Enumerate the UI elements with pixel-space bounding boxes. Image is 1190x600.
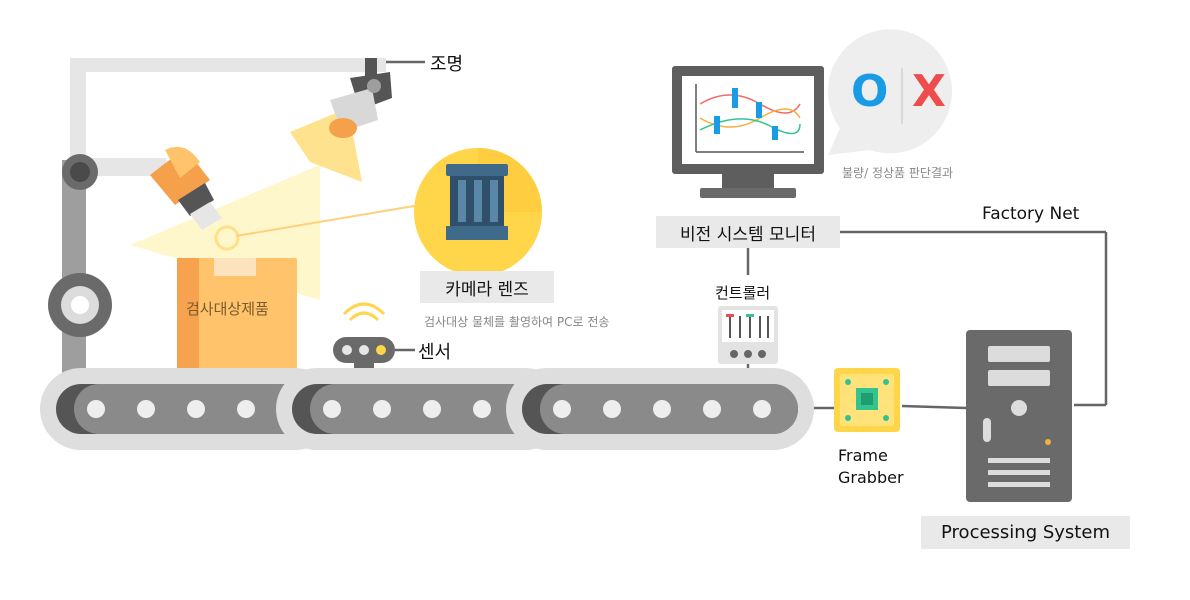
- belt-3-roller-1: [553, 400, 571, 418]
- lens-stripe-3: [490, 180, 498, 222]
- belt-3-roller-2: [603, 400, 621, 418]
- belt-1-roller-3: [187, 400, 205, 418]
- controller-label: 컨트롤러: [715, 284, 771, 302]
- frame-grabber-label-line2: Grabber: [838, 468, 904, 487]
- pc-drive-1: [988, 346, 1050, 362]
- belt-1-roller-1: [87, 400, 105, 418]
- grabber-pin-3: [845, 415, 851, 421]
- pc-vent-2: [988, 470, 1050, 475]
- lens-top-cap: [446, 164, 508, 176]
- monitor-candle-2: [732, 88, 738, 108]
- controller-led-2: [746, 314, 754, 317]
- belt-3-roller-3: [653, 400, 671, 418]
- monitor-base: [700, 188, 796, 198]
- monitor: [672, 66, 824, 198]
- result-description: 불량/ 정상품 판단결과: [842, 166, 954, 180]
- grabber-pin-2: [883, 379, 889, 385]
- monitor-screen: [682, 76, 814, 164]
- light-knob: [367, 79, 381, 93]
- pc-vent-3: [988, 482, 1050, 487]
- cables: [380, 60, 1108, 410]
- controller: [718, 306, 778, 364]
- sensor-light-2: [359, 345, 369, 355]
- monitor-neck: [722, 174, 774, 188]
- lighting-fixture: [329, 58, 392, 138]
- sensor-light-1: [342, 345, 352, 355]
- gantry-left-post: [62, 160, 86, 380]
- belt-3-roller-4: [703, 400, 721, 418]
- camera: [150, 146, 421, 251]
- monitor-candle-4: [772, 126, 778, 140]
- product-box-side: [177, 258, 199, 373]
- camera-focus-ring: [214, 225, 240, 251]
- pc-led: [1045, 439, 1051, 445]
- sensor-wave-1: [348, 311, 380, 322]
- monitor-label: 비전 시스템 모니터: [656, 216, 840, 248]
- pc-vent-1: [988, 458, 1050, 463]
- belt-1-roller-4: [237, 400, 255, 418]
- processing-system-label: Processing System: [921, 516, 1130, 549]
- camera-lens-label: 카메라 렌즈: [420, 271, 554, 303]
- monitor-line-green: [699, 118, 801, 135]
- gantry-joint-inner: [70, 162, 90, 182]
- product-box-front: [177, 258, 297, 373]
- monitor-candle-3: [756, 102, 762, 118]
- pc-tower: [966, 330, 1072, 502]
- controller-knob-3: [758, 350, 766, 358]
- controller-knob-1: [730, 350, 738, 358]
- controller-led-1: [726, 314, 734, 317]
- grabber-pin-4: [883, 415, 889, 421]
- lighting-label: 조명: [430, 54, 464, 75]
- lens-stripe-1: [458, 180, 466, 222]
- factory-net-label: Factory Net: [982, 204, 1080, 224]
- grabber-pin-1: [845, 379, 851, 385]
- belt-2-roller-2: [373, 400, 391, 418]
- camera-lens-mount: [190, 202, 222, 230]
- grabber-chip-core: [861, 393, 873, 405]
- sensor: [333, 302, 395, 373]
- gantry-arm: [86, 158, 166, 176]
- gantry-top-beam: [70, 58, 386, 72]
- gantry-wheel-hub: [71, 296, 89, 314]
- belt-2-roller-3: [423, 400, 441, 418]
- belt-1-roller-2: [137, 400, 155, 418]
- result-bubble: [827, 29, 952, 156]
- sensor-light-3: [376, 345, 386, 355]
- pc-power-button: [1011, 400, 1027, 416]
- pc-side-slot: [983, 418, 991, 442]
- sensor-label: 센서: [418, 342, 452, 363]
- bubble-shape: [827, 29, 952, 156]
- belt-2-roller-1: [323, 400, 341, 418]
- lens-illustration: [414, 148, 542, 276]
- result-x-mark: X: [912, 66, 946, 117]
- controller-knob-2: [744, 350, 752, 358]
- product-label: 검사대상제품: [186, 300, 269, 318]
- camera-highlight: [165, 146, 200, 178]
- product-box: [177, 258, 297, 373]
- camera-neck: [178, 183, 214, 216]
- pc-drive-2: [988, 370, 1050, 386]
- product-box-tape: [214, 258, 256, 276]
- conveyor: [40, 368, 814, 450]
- gantry: [48, 58, 386, 380]
- light-bulb: [329, 118, 357, 138]
- sensor-wave-2: [342, 302, 386, 316]
- frame-grabber-label-line1: Frame: [838, 446, 888, 465]
- lens-callout-line: [235, 204, 421, 237]
- camera-lens-description: 검사대상 물체를 촬영하여 PC로 전송: [424, 315, 610, 329]
- monitor-candle-1: [714, 116, 720, 134]
- belt-3-roller-5: [753, 400, 771, 418]
- result-o-mark: O: [851, 66, 889, 117]
- frame-grabber: [834, 368, 900, 432]
- lens-stripe-2: [474, 180, 482, 222]
- cable-grabber-pc: [901, 404, 967, 410]
- lens-bottom-ring: [446, 226, 508, 240]
- belt-2-roller-4: [473, 400, 491, 418]
